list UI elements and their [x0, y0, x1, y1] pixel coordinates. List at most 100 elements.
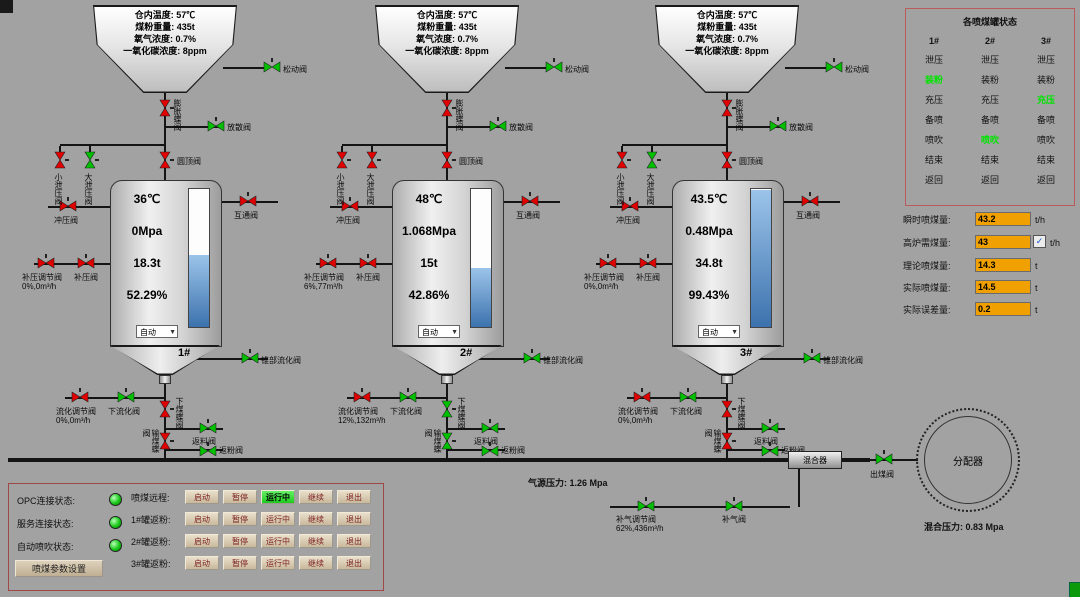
lower-coal-butterfly-valve-icon[interactable]: [159, 400, 171, 418]
loosening-valve-icon[interactable]: [545, 58, 563, 73]
expansion-butterfly-valve-icon[interactable]: [721, 99, 733, 117]
return-powder-valve-icon[interactable]: [199, 442, 217, 457]
pressurize-valve-icon[interactable]: [59, 197, 77, 212]
small-relief-valve-icon[interactable]: [616, 151, 628, 169]
pipe: [34, 263, 110, 265]
interconnect-valve-icon[interactable]: [521, 192, 539, 207]
dome-valve-icon[interactable]: [721, 151, 733, 169]
control-button[interactable]: 继续: [299, 512, 333, 526]
small-relief-valve-icon[interactable]: [336, 151, 348, 169]
metric-value-field[interactable]: 14.3: [975, 257, 1031, 272]
valve-label: 补压调节阀: [304, 273, 344, 282]
control-button[interactable]: 运行中: [261, 490, 295, 504]
metric-value-field[interactable]: 43.2: [975, 211, 1031, 226]
control-button[interactable]: 继续: [299, 534, 333, 548]
cone-fluidization-valve-icon[interactable]: [803, 349, 821, 364]
coal-transport-butterfly-valve-icon[interactable]: [159, 432, 171, 450]
makeup-pressure-regulator-valve-icon[interactable]: [37, 254, 55, 269]
metric-value-field[interactable]: 14.5: [975, 279, 1031, 294]
expansion-butterfly-valve-icon[interactable]: [441, 99, 453, 117]
vent-valve-icon[interactable]: [207, 117, 225, 132]
control-button[interactable]: 暂停: [223, 534, 257, 548]
mode-select[interactable]: 自动 ▼: [418, 325, 460, 338]
valve-label: 返粉阀: [501, 446, 525, 455]
pipe: [341, 146, 343, 155]
pipe: [342, 144, 447, 146]
control-row-label: 喷煤远程:: [131, 492, 170, 503]
return-material-valve-icon[interactable]: [199, 419, 217, 434]
control-button[interactable]: 启动: [185, 490, 219, 504]
return-material-valve-icon[interactable]: [481, 419, 499, 434]
makeup-pressure-regulator-valve-icon[interactable]: [599, 254, 617, 269]
control-button[interactable]: 继续: [299, 556, 333, 570]
interconnect-valve-icon[interactable]: [239, 192, 257, 207]
makeup-air-valve-icon[interactable]: [725, 497, 743, 512]
control-row: 2#罐返粉:启动暂停运行中继续退出: [131, 534, 371, 548]
control-button[interactable]: 退出: [337, 534, 371, 548]
valve-flow-value: 6%,77m³/h: [304, 282, 343, 291]
coal-outlet-valve-icon[interactable]: [875, 450, 893, 465]
makeup-pressure-valve-icon[interactable]: [639, 254, 657, 269]
mode-select[interactable]: 自动 ▼: [136, 325, 178, 338]
return-powder-valve-icon[interactable]: [481, 442, 499, 457]
return-material-valve-icon[interactable]: [761, 419, 779, 434]
coal-param-settings-button[interactable]: 喷煤参数设置: [15, 560, 103, 577]
control-button[interactable]: 启动: [185, 534, 219, 548]
fluidization-regulator-valve-icon[interactable]: [633, 388, 651, 403]
pressurize-valve-icon[interactable]: [621, 197, 639, 212]
control-button[interactable]: 运行中: [261, 556, 295, 570]
control-button[interactable]: 启动: [185, 556, 219, 570]
lower-coal-butterfly-valve-icon[interactable]: [721, 400, 733, 418]
lower-fluidization-valve-icon[interactable]: [679, 388, 697, 403]
corner-marker: [0, 0, 13, 13]
control-button[interactable]: 继续: [299, 490, 333, 504]
tank-level-percent-value: 42.86%: [408, 288, 450, 302]
loosening-valve-icon[interactable]: [263, 58, 281, 73]
mode-select[interactable]: 自动 ▼: [698, 325, 740, 338]
makeup-pressure-valve-icon[interactable]: [359, 254, 377, 269]
pipe: [785, 67, 827, 69]
vent-valve-icon[interactable]: [489, 117, 507, 132]
pipe: [447, 126, 502, 128]
large-relief-valve-icon[interactable]: [646, 151, 658, 169]
control-button[interactable]: 退出: [337, 512, 371, 526]
dome-valve-icon[interactable]: [159, 151, 171, 169]
lower-coal-butterfly-valve-icon[interactable]: [441, 400, 453, 418]
large-relief-valve-icon[interactable]: [84, 151, 96, 169]
return-powder-valve-icon[interactable]: [761, 442, 779, 457]
metric-row-furnace-demand: 高炉需煤量:43✓t/h: [903, 233, 1060, 249]
control-button[interactable]: 暂停: [223, 512, 257, 526]
valve-label: 下煤蝶阀: [737, 397, 746, 429]
makeup-pressure-valve-icon[interactable]: [77, 254, 95, 269]
control-button[interactable]: 暂停: [223, 556, 257, 570]
control-button[interactable]: 退出: [337, 556, 371, 570]
tank-nozzle: [159, 375, 171, 384]
expansion-butterfly-valve-icon[interactable]: [159, 99, 171, 117]
small-relief-valve-icon[interactable]: [54, 151, 66, 169]
coal-transport-butterfly-valve-icon[interactable]: [441, 432, 453, 450]
makeup-pressure-regulator-valve-icon[interactable]: [319, 254, 337, 269]
pressurize-valve-icon[interactable]: [341, 197, 359, 212]
metric-value-field[interactable]: 43: [975, 234, 1031, 249]
coal-transport-butterfly-valve-icon[interactable]: [721, 432, 733, 450]
large-relief-valve-icon[interactable]: [366, 151, 378, 169]
control-button[interactable]: 运行中: [261, 534, 295, 548]
interconnect-valve-icon[interactable]: [801, 192, 819, 207]
vent-valve-icon[interactable]: [769, 117, 787, 132]
control-button[interactable]: 暂停: [223, 490, 257, 504]
control-button[interactable]: 运行中: [261, 512, 295, 526]
cone-fluidization-valve-icon[interactable]: [241, 349, 259, 364]
control-row-label: 1#罐返粉:: [131, 514, 171, 525]
fluidization-regulator-valve-icon[interactable]: [353, 388, 371, 403]
metric-value-field[interactable]: 0.2: [975, 301, 1031, 316]
lower-fluidization-valve-icon[interactable]: [117, 388, 135, 403]
makeup-air-regulator-valve-icon[interactable]: [637, 497, 655, 512]
fluidization-regulator-valve-icon[interactable]: [71, 388, 89, 403]
loosening-valve-icon[interactable]: [825, 58, 843, 73]
confirm-checkbox-icon[interactable]: ✓: [1033, 235, 1046, 249]
dome-valve-icon[interactable]: [441, 151, 453, 169]
cone-fluidization-valve-icon[interactable]: [523, 349, 541, 364]
control-button[interactable]: 启动: [185, 512, 219, 526]
lower-fluidization-valve-icon[interactable]: [399, 388, 417, 403]
control-button[interactable]: 退出: [337, 490, 371, 504]
